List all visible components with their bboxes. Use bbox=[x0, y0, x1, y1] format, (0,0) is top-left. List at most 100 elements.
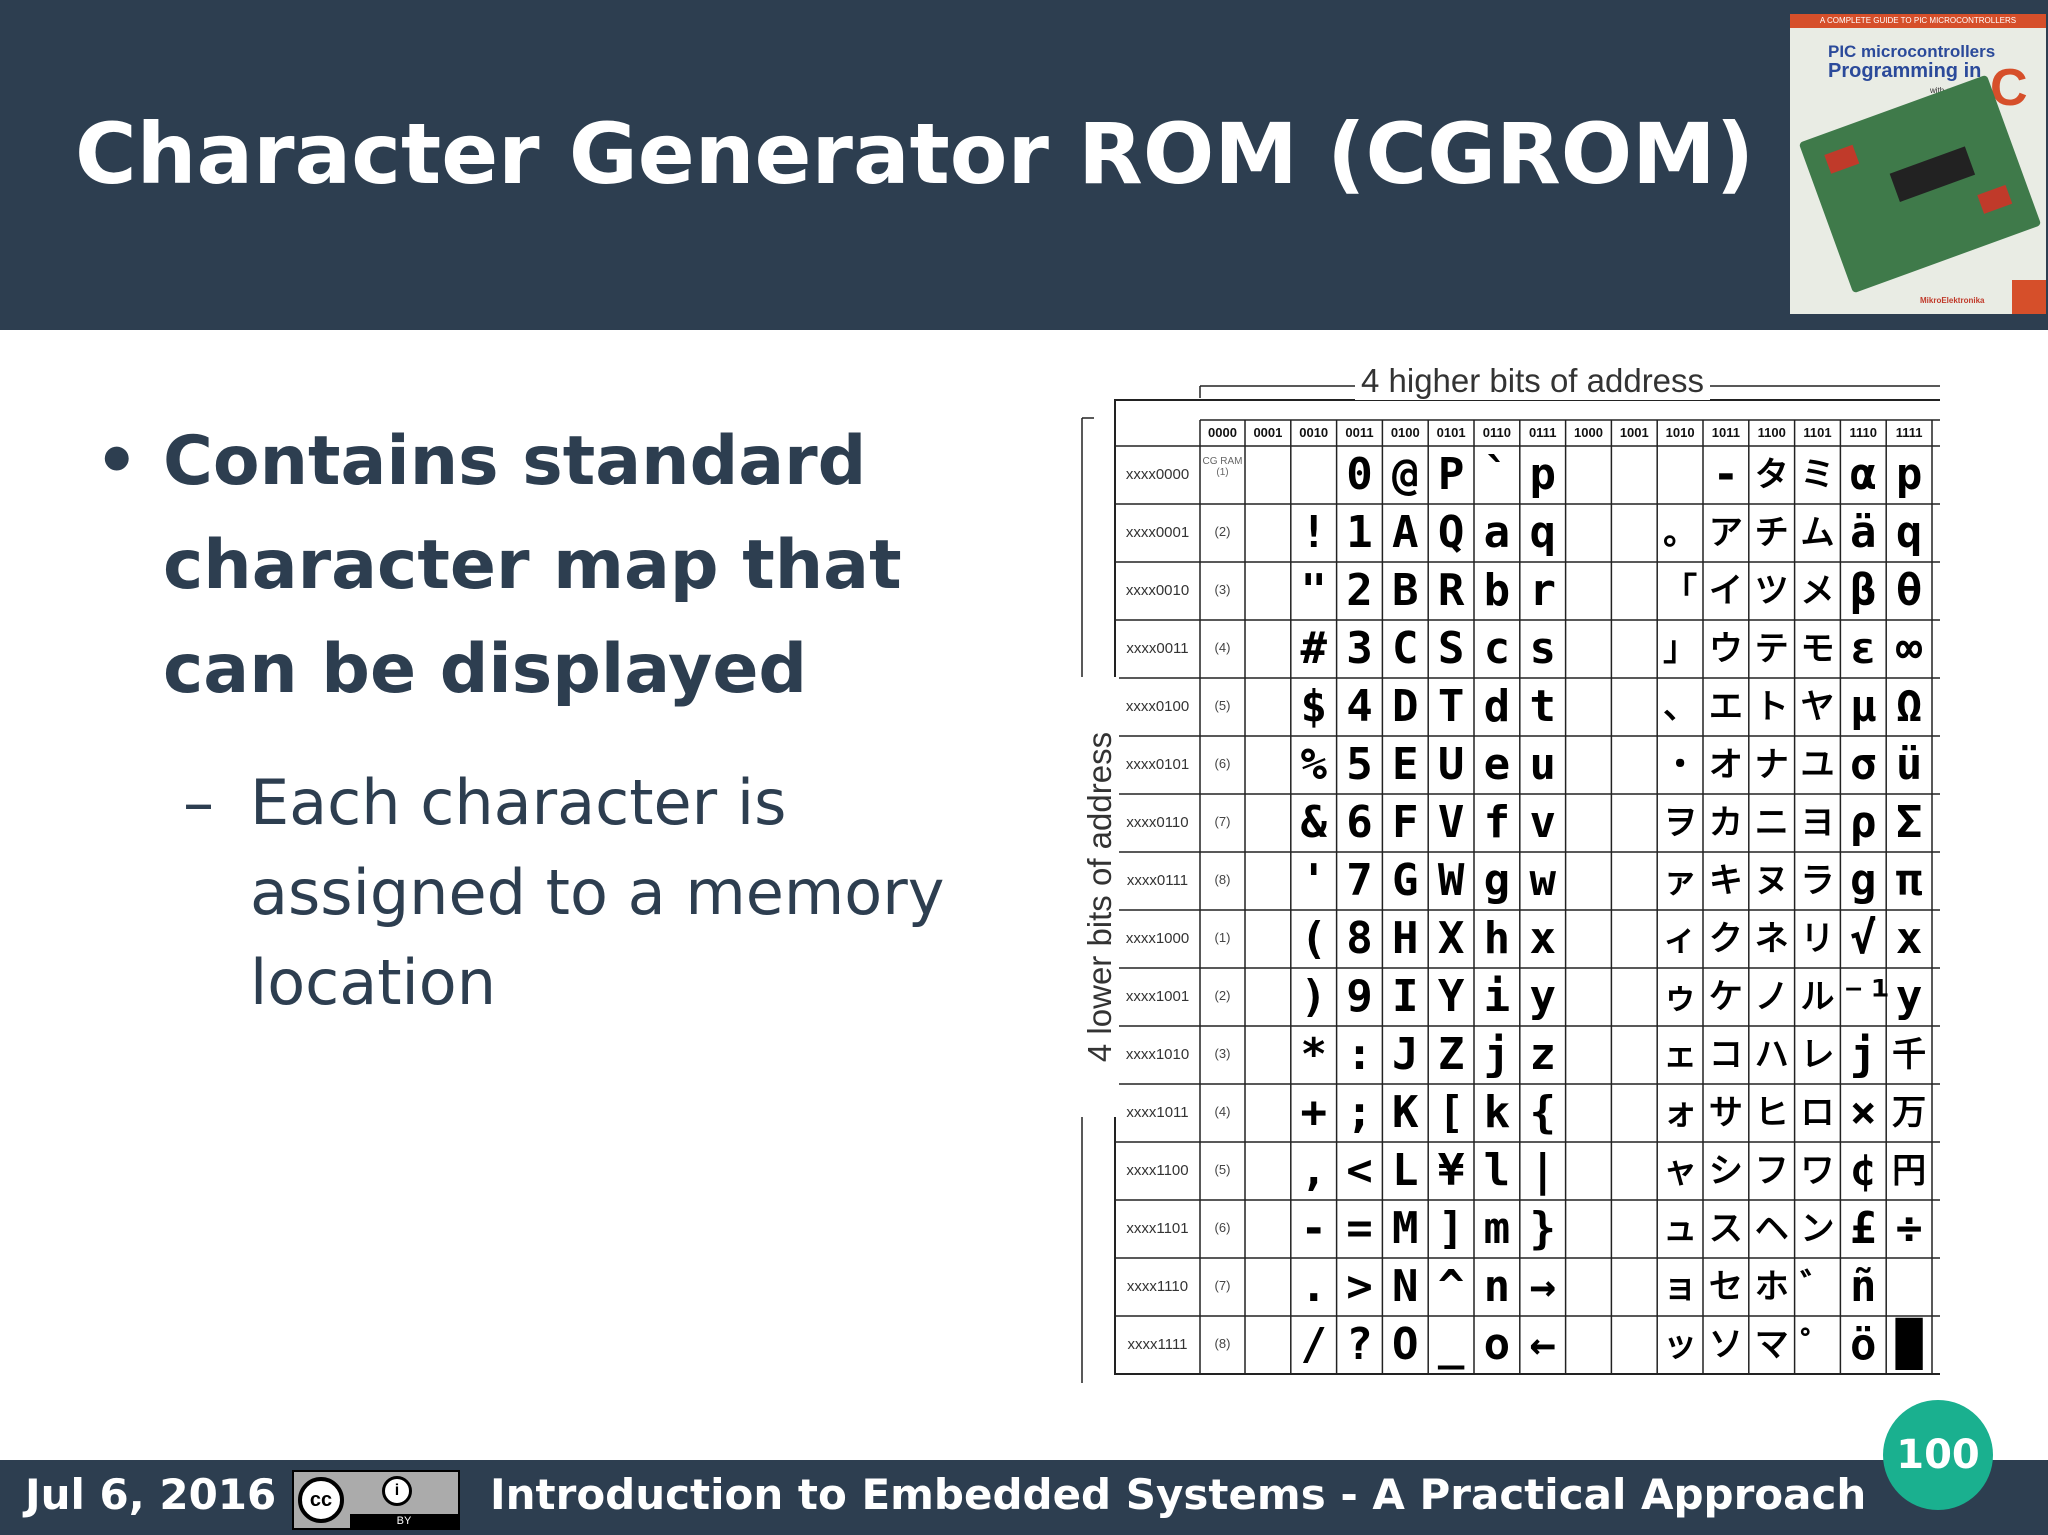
character-cell: ツ bbox=[1754, 571, 1789, 611]
character-cell: D bbox=[1392, 681, 1419, 732]
character-cell bbox=[1245, 910, 1291, 968]
character-cell bbox=[1566, 852, 1612, 910]
character-cell: I bbox=[1392, 971, 1419, 1022]
character-cell: ノ bbox=[1754, 977, 1789, 1017]
character-cell: h bbox=[1483, 913, 1511, 964]
character-cell bbox=[1245, 1084, 1291, 1142]
character-cell: 」 bbox=[1663, 629, 1698, 669]
character-cell: ヘ bbox=[1754, 1209, 1789, 1249]
switch-illustration bbox=[1977, 184, 2013, 214]
character-cell: w bbox=[1529, 855, 1556, 906]
character-cell: β bbox=[1850, 565, 1877, 616]
character-cell bbox=[1566, 1142, 1612, 1200]
column-header: 1000 bbox=[1574, 425, 1603, 440]
character-cell bbox=[1611, 504, 1657, 562]
character-cell: # bbox=[1300, 623, 1327, 674]
character-cell: > bbox=[1346, 1261, 1373, 1312]
character-cell bbox=[1611, 1142, 1657, 1200]
character-cell: : bbox=[1346, 1029, 1373, 1080]
character-cell bbox=[1611, 736, 1657, 794]
character-cell: u bbox=[1529, 739, 1556, 790]
character-cell: チ bbox=[1754, 513, 1789, 553]
character-cell bbox=[1245, 1258, 1291, 1316]
character-cell: F bbox=[1392, 797, 1419, 848]
character-cell bbox=[1611, 620, 1657, 678]
character-cell: % bbox=[1300, 739, 1327, 790]
character-cell: , bbox=[1300, 1145, 1327, 1196]
character-cell: モ bbox=[1800, 629, 1835, 669]
bullet-dot: • bbox=[95, 422, 139, 501]
character-cell: ^ bbox=[1437, 1261, 1465, 1312]
cc-license-badge[interactable]: cc i BY bbox=[292, 1470, 460, 1530]
character-cell: i bbox=[1483, 971, 1511, 1022]
character-cell: σ bbox=[1850, 739, 1877, 790]
row-header: xxxx1111 bbox=[1127, 1336, 1188, 1353]
character-cell: t bbox=[1529, 681, 1556, 732]
character-cell: ü bbox=[1895, 739, 1923, 790]
page-number-badge: 100 bbox=[1883, 1400, 1993, 1510]
character-cell: o bbox=[1483, 1319, 1511, 1370]
character-cell: E bbox=[1392, 739, 1419, 790]
character-cell bbox=[1566, 736, 1612, 794]
character-cell bbox=[1245, 620, 1291, 678]
character-cell: ' bbox=[1300, 855, 1327, 906]
character-cell: g bbox=[1850, 855, 1877, 906]
character-cell: ル bbox=[1800, 977, 1835, 1017]
character-cell bbox=[1611, 910, 1657, 968]
character-cell: ε bbox=[1850, 623, 1877, 674]
character-cell: ) bbox=[1300, 971, 1327, 1022]
character-cell: H bbox=[1392, 913, 1419, 964]
character-cell: £ bbox=[1850, 1203, 1877, 1254]
column-header: 1110 bbox=[1849, 425, 1878, 440]
character-cell: k bbox=[1483, 1087, 1511, 1138]
character-cell: - bbox=[1300, 1203, 1327, 1254]
footer-course-title: Introduction to Embedded Systems - A Pra… bbox=[490, 1470, 1867, 1519]
character-cell bbox=[1291, 446, 1337, 504]
row-header: xxxx0100 bbox=[1125, 698, 1190, 715]
character-cell bbox=[1611, 794, 1657, 852]
character-cell: } bbox=[1529, 1203, 1556, 1254]
cgram-bank-label: (6) bbox=[1214, 756, 1231, 771]
character-cell: C bbox=[1392, 623, 1419, 674]
cgram-bank-label: (5) bbox=[1214, 1162, 1231, 1177]
character-cell: ヲ bbox=[1663, 803, 1698, 843]
cgram-bank-label: (5) bbox=[1214, 698, 1231, 713]
character-cell: カ bbox=[1708, 803, 1743, 843]
character-cell: n bbox=[1483, 1261, 1511, 1312]
character-cell: ム bbox=[1800, 513, 1835, 553]
character-cell: エ bbox=[1708, 687, 1743, 727]
character-cell bbox=[1245, 852, 1291, 910]
character-cell: ` bbox=[1483, 449, 1511, 500]
character-cell: T bbox=[1437, 681, 1465, 732]
character-cell: ! bbox=[1300, 507, 1327, 558]
character-cell: ? bbox=[1346, 1319, 1373, 1370]
character-cell: ッ bbox=[1663, 1325, 1698, 1365]
character-cell: . bbox=[1300, 1261, 1327, 1312]
character-cell bbox=[1611, 1316, 1657, 1374]
character-cell: a bbox=[1483, 507, 1511, 558]
cc-icon: cc bbox=[298, 1477, 344, 1523]
character-cell: → bbox=[1529, 1261, 1556, 1312]
row-header: xxxx0001 bbox=[1125, 524, 1190, 541]
character-cell: Y bbox=[1437, 971, 1465, 1022]
book-cover-top-line: A COMPLETE GUIDE TO PIC MICROCONTROLLERS bbox=[1790, 14, 2046, 28]
character-cell: d bbox=[1483, 681, 1511, 732]
character-cell: 。 bbox=[1663, 513, 1698, 553]
character-cell: v bbox=[1529, 797, 1556, 848]
column-header: 0100 bbox=[1390, 425, 1420, 440]
character-cell bbox=[1245, 504, 1291, 562]
character-cell: ゜ bbox=[1800, 1325, 1835, 1365]
character-cell bbox=[1611, 852, 1657, 910]
character-cell: ソ bbox=[1708, 1325, 1743, 1365]
character-cell: / bbox=[1300, 1319, 1327, 1370]
character-cell: ク bbox=[1708, 919, 1743, 959]
character-cell: ン bbox=[1800, 1209, 1835, 1249]
character-cell: p bbox=[1529, 449, 1556, 500]
column-header: 0001 bbox=[1253, 425, 1283, 440]
character-cell: R bbox=[1437, 565, 1465, 616]
character-cell bbox=[1245, 794, 1291, 852]
cgram-bank-label: (2) bbox=[1214, 988, 1231, 1003]
character-cell: オ bbox=[1708, 745, 1743, 785]
character-cell: K bbox=[1392, 1087, 1419, 1138]
character-cell: 「 bbox=[1663, 571, 1698, 611]
